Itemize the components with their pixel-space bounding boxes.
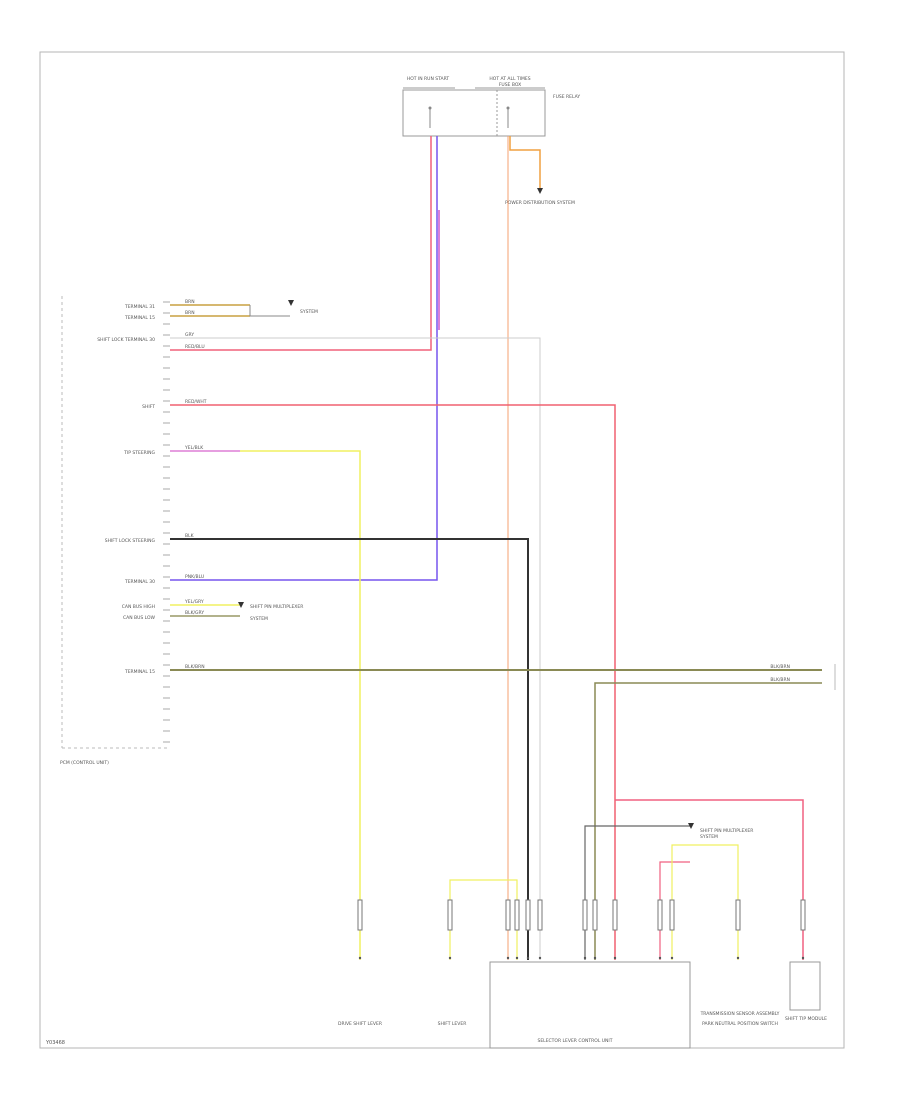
connector-pin (592, 899, 598, 931)
multiplexer-ref-b: SYSTEM (700, 834, 718, 840)
wire-red-terminal15 (170, 136, 432, 351)
power-dist-wire (509, 136, 541, 188)
wire-red-shift (170, 404, 616, 960)
wire-pink-right (615, 799, 804, 960)
wire-label-7: BLK (185, 533, 195, 539)
connector-terminal (670, 956, 674, 960)
pin-label-tip-steering: TIP STEERING (123, 450, 155, 456)
connector-pin (735, 899, 741, 931)
wire-gray-shiftlock (170, 337, 541, 960)
connector-terminal (613, 956, 617, 960)
multiplexer-ref: SHIFT PIN MULTIPLEXER (700, 828, 753, 834)
selector-unit-title: SELECTOR LEVER CONTROL UNIT (537, 1038, 612, 1044)
connector-terminal (515, 956, 519, 960)
can-ref-b: SYSTEM (250, 616, 268, 622)
pin-label-terminal30: TERMINAL 30 (124, 579, 155, 585)
connector-terminal (448, 956, 452, 960)
pin-label-can-low: CAN BUS LOW (123, 615, 156, 621)
sensor-label: TRANSMISSION SENSOR ASSEMBLY (700, 1011, 780, 1017)
wire-yellow-tip (170, 450, 361, 960)
connector-terminal (583, 956, 587, 960)
wire-purple-terminal30 (170, 136, 438, 581)
wire-label-1: BRN (185, 299, 195, 305)
shift-mod-label: SHIFT TIP MODULE (785, 1016, 827, 1022)
connector-pin (514, 899, 520, 931)
connector-terminal (658, 956, 662, 960)
connector-pin (612, 899, 618, 931)
selector-unit-box (489, 961, 691, 1049)
connector-terminal (538, 956, 542, 960)
ecm-title: PCM (CONTROL UNIT) (60, 760, 109, 766)
pin-label-terminal31: TERMINAL 31 (124, 304, 155, 310)
ground-lead (249, 305, 290, 317)
ecm-block: PCM (CONTROL UNIT) TERMINAL 31 TERMINAL … (60, 296, 170, 766)
connector-pin (657, 899, 663, 931)
shift-mod-box (789, 961, 821, 1011)
power-dist-arrow-icon (537, 188, 543, 194)
bottom-connector-group (357, 899, 806, 960)
connector-terminal (358, 956, 362, 960)
connector-pin (582, 899, 588, 931)
wire-gray-multiplexer (584, 825, 690, 960)
pin-label-shift: SHIFT (142, 404, 155, 410)
connector-pin (800, 899, 806, 931)
fuse-box-outline (402, 89, 546, 137)
wire-label-6: YEL/BLK (184, 445, 204, 451)
wire-pink-sensor (659, 861, 690, 960)
fuse-right-label: HOT AT ALL TIMES (489, 76, 530, 82)
connector-terminal (801, 956, 805, 960)
wire-olive-return (594, 682, 822, 960)
wire-label-3: GRY (185, 332, 194, 338)
right-wire-label-2: BLK/BRN (770, 677, 790, 683)
connector-pin (447, 899, 453, 931)
connector-terminal (736, 956, 740, 960)
connector-pin (505, 899, 511, 931)
connector-pin (669, 899, 675, 931)
connector-terminal (506, 956, 510, 960)
fuse-block: HOT IN RUN START HOT AT ALL TIMES FUSE B… (402, 76, 580, 137)
connector-pin (537, 899, 543, 931)
connector-terminal (526, 956, 530, 960)
connector-b-label: SHIFT LEVER (438, 1021, 467, 1027)
power-dist-label: POWER DISTRIBUTION SYSTEM (505, 200, 575, 206)
wire-label-4: RED/BLU (185, 344, 205, 350)
connector-a-label: DRIVE SHIFT LEVER (338, 1021, 382, 1027)
pin-label-can-high: CAN BUS HIGH (122, 604, 155, 610)
multiplexer-arrow-icon (688, 823, 694, 829)
wire-label-11: BLK/BRN (185, 664, 205, 670)
wire-label-9: YEL/GRY (184, 599, 204, 605)
can-arrow-icon (238, 602, 244, 608)
diagram-id: Y03468 (45, 1040, 65, 1046)
connector-terminal (593, 956, 597, 960)
diagram-frame (39, 51, 845, 1049)
ground-arrow-icon (288, 300, 294, 306)
wire-label-5: RED/WHT (185, 399, 207, 405)
connector-pin (525, 899, 531, 931)
ground-ref: SYSTEM (300, 309, 318, 315)
wire-label-8: PNK/BLU (185, 574, 204, 580)
ecm-pin-column (163, 301, 170, 743)
right-wire-label-1: BLK/BRN (770, 664, 790, 670)
pin-label-shiftlock-steering: SHIFT LOCK STEERING (105, 538, 156, 544)
fuse-left-label: HOT IN RUN START (407, 76, 450, 82)
fuse-right-sub: FUSE BOX (499, 82, 521, 88)
wire-label-2: BRN (185, 310, 195, 316)
pin-label-shiftlock30: SHIFT LOCK TERMINAL 30 (97, 337, 155, 343)
can-ref-a: SHIFT PIN MULTIPLEXER (250, 604, 303, 610)
wire-black-shiftlock (170, 538, 529, 960)
switch-label: PARK NEUTRAL POSITION SWITCH (702, 1021, 778, 1027)
pin-label-terminal15b: TERMINAL 15 (124, 669, 155, 675)
pin-label-terminal15: TERMINAL 15 (124, 315, 155, 321)
connector-pin (357, 899, 363, 931)
wire-label-10: BLK/GRY (185, 610, 204, 616)
fuse-box-right-label: FUSE RELAY (553, 94, 580, 100)
